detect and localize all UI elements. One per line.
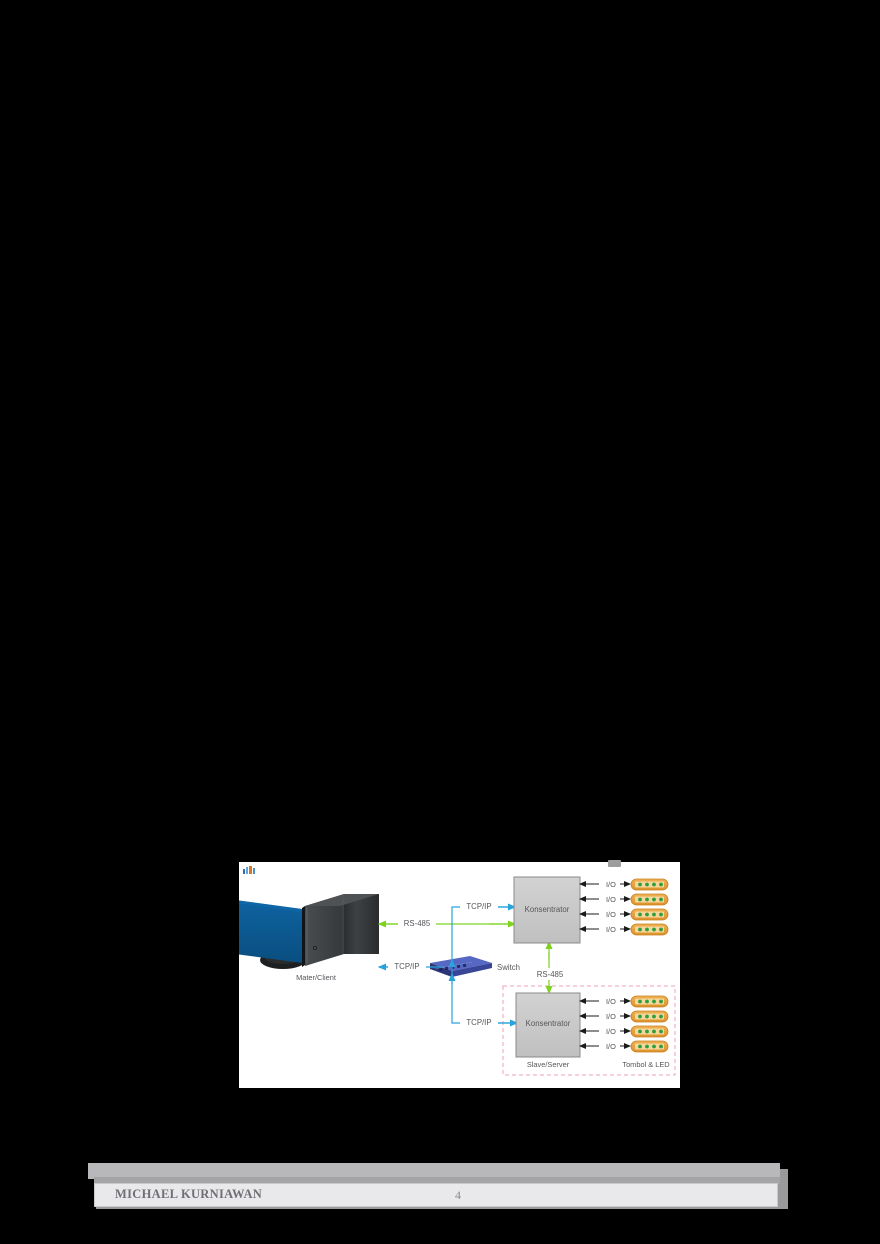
workstation-label: Mater/Client <box>296 973 336 982</box>
page-footer: MICHAEL KURNIAWAN 4 <box>88 1163 788 1209</box>
node-konsentrator-bottom-sublabel: Slave/Server <box>527 1060 570 1069</box>
link-rs485-bus: RS-485 <box>529 940 571 995</box>
io-row: I/O <box>579 923 669 936</box>
topology-diagram-svg: Mater/Client Switch <box>239 876 676 1076</box>
footer-bar-mid <box>94 1177 780 1184</box>
node-konsentrator-bottom-label: Konsentrator <box>526 1019 571 1028</box>
node-konsentrator-top-label: Konsentrator <box>525 905 570 914</box>
node-konsentrator-bottom[interactable]: Konsentrator Slave/Server <box>515 992 581 1069</box>
led-module[interactable] <box>630 908 669 921</box>
io-row: I/O <box>579 908 669 921</box>
slave-server-group-outline <box>502 985 676 1076</box>
led-module[interactable] <box>630 995 669 1008</box>
io-ports-top: I/O I/O <box>579 878 669 936</box>
link-rs485-bus-label: RS-485 <box>537 970 564 979</box>
io-row: I/O <box>579 1040 669 1053</box>
led-module[interactable] <box>630 1010 669 1023</box>
link-tcpip-master: TCP/IP <box>377 960 444 972</box>
io-row: I/O <box>579 878 669 891</box>
workstation-illustration: Mater/Client <box>239 894 379 982</box>
led-module[interactable] <box>630 1040 669 1053</box>
led-module[interactable] <box>630 1025 669 1038</box>
network-topology-figure: Mater/Client Switch <box>239 862 680 1088</box>
led-module[interactable] <box>630 878 669 891</box>
io-label: I/O <box>606 910 616 919</box>
io-label: I/O <box>606 1027 616 1036</box>
footer-bar-top <box>88 1163 780 1179</box>
link-tcpip-top: TCP/IP <box>451 900 517 961</box>
io-label: I/O <box>606 997 616 1006</box>
node-konsentrator-top[interactable]: Konsentrator <box>513 876 581 944</box>
led-module[interactable] <box>630 923 669 936</box>
io-row: I/O <box>579 893 669 906</box>
link-tcpip-bottom: TCP/IP <box>451 979 519 1028</box>
io-label: I/O <box>606 895 616 904</box>
footer-author-name: MICHAEL KURNIAWAN <box>115 1187 263 1201</box>
link-rs485-master: RS-485 <box>377 917 517 929</box>
io-label: I/O <box>606 1042 616 1051</box>
io-label: I/O <box>606 880 616 889</box>
footer-page-number: 4 <box>455 1188 461 1202</box>
io-row: I/O <box>579 995 669 1008</box>
link-tcpip-master-label: TCP/IP <box>394 962 419 971</box>
io-ports-bottom: I/O I/O <box>579 995 670 1069</box>
io-row: I/O <box>579 1025 669 1038</box>
io-label: I/O <box>606 925 616 934</box>
link-tcpip-bottom-label: TCP/IP <box>466 1018 491 1027</box>
led-module[interactable] <box>630 893 669 906</box>
io-group-label: Tombol & LED <box>622 1060 669 1069</box>
switch-label: Switch <box>497 963 520 972</box>
link-rs485-master-label: RS-485 <box>404 919 431 928</box>
io-label: I/O <box>606 1012 616 1021</box>
footer-content-box: MICHAEL KURNIAWAN 4 <box>94 1183 778 1207</box>
io-row: I/O <box>579 1010 669 1023</box>
link-tcpip-top-label: TCP/IP <box>466 902 491 911</box>
